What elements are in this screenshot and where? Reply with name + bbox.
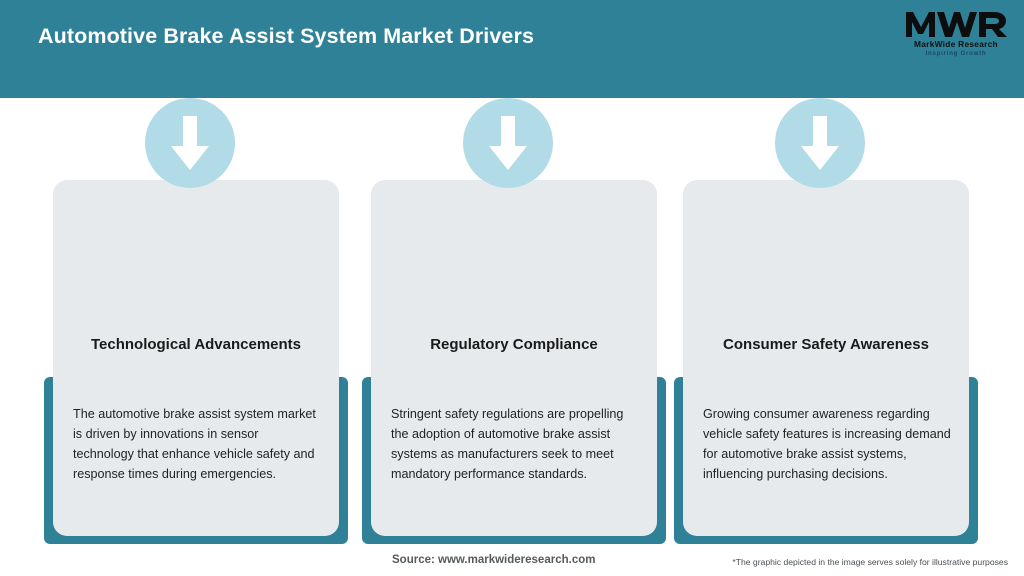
arrow-down-icon xyxy=(463,98,553,188)
logo-name: MarkWide Research xyxy=(914,39,998,49)
page-title: Automotive Brake Assist System Market Dr… xyxy=(38,24,535,48)
card-title: Technological Advancements xyxy=(90,336,302,353)
card-panel: Regulatory Compliance Stringent safety r… xyxy=(371,180,657,536)
arrow-down-icon xyxy=(775,98,865,188)
disclaimer-label: *The graphic depicted in the image serve… xyxy=(732,557,1008,567)
driver-card-1: Technological Advancements The automotiv… xyxy=(44,98,348,548)
card-body-text: Growing consumer awareness regarding veh… xyxy=(703,407,951,481)
header-bar: Automotive Brake Assist System Market Dr… xyxy=(0,0,1024,98)
source-label: Source: www.markwideresearch.com xyxy=(392,554,596,566)
arrow-down-glyph xyxy=(489,116,527,170)
driver-card-2: Regulatory Compliance Stringent safety r… xyxy=(362,98,666,548)
brand-logo: MarkWide Research Inspiring Growth xyxy=(904,8,1008,62)
arrow-down-glyph xyxy=(171,116,209,170)
card-title: Consumer Safety Awareness xyxy=(723,336,929,353)
logo-tagline: Inspiring Growth xyxy=(925,50,987,57)
driver-card-3: Consumer Safety Awareness Growing consum… xyxy=(674,98,978,548)
arrow-down-icon xyxy=(145,98,235,188)
cards-container: Technological Advancements The automotiv… xyxy=(0,98,1024,548)
footer: Source: www.markwideresearch.com *The gr… xyxy=(0,548,1024,576)
card-panel: Consumer Safety Awareness Growing consum… xyxy=(683,180,969,536)
card-title: Regulatory Compliance xyxy=(430,336,598,353)
card-panel: Technological Advancements The automotiv… xyxy=(53,180,339,536)
card-body-text: The automotive brake assist system marke… xyxy=(73,407,316,481)
arrow-down-glyph xyxy=(801,116,839,170)
card-body-text: Stringent safety regulations are propell… xyxy=(391,407,624,481)
mwr-logo-icon xyxy=(906,12,1007,37)
